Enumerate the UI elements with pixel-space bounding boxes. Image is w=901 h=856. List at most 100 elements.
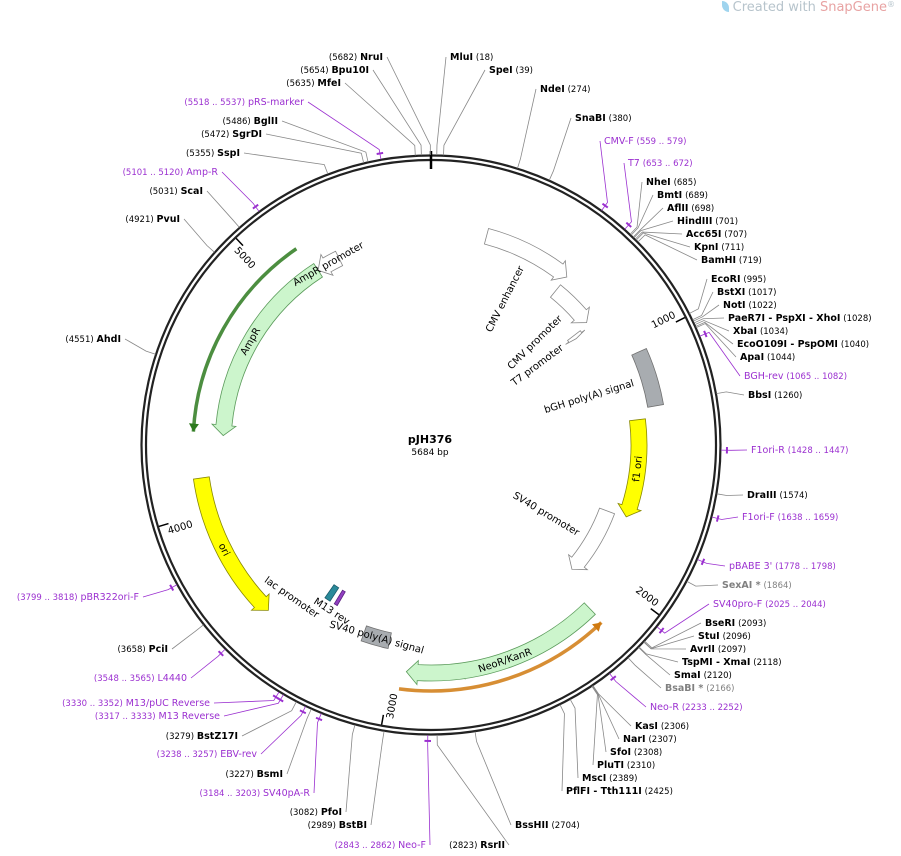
feature-shape	[210, 263, 324, 437]
site-leader	[474, 731, 512, 826]
site-label-spei[interactable]: SpeI (39)	[489, 65, 533, 76]
label-name: Neo-F	[398, 840, 426, 851]
label-name: Bpu10I	[331, 65, 369, 76]
site-leader	[386, 56, 431, 156]
site-label-sfoi[interactable]: SfoI (2308)	[610, 747, 662, 758]
label-name: KasI	[635, 721, 658, 732]
site-label-mfei[interactable]: (5635) MfeI	[286, 78, 341, 89]
label-position: (689)	[685, 191, 708, 201]
site-label-paer7i-pspxi-xhoi[interactable]: PaeR7I - PspXI - XhoI (1028)	[728, 313, 872, 324]
site-label-xbai[interactable]: XbaI (1034)	[733, 326, 788, 337]
site-leader	[183, 218, 215, 253]
site-label-smai[interactable]: SmaI (2120)	[674, 670, 732, 681]
primer-label-t7[interactable]: T7 (653 .. 672)	[627, 158, 693, 169]
site-label-pluti[interactable]: PluTI (2310)	[597, 760, 655, 771]
site-label-nrui[interactable]: (5682) NruI	[329, 52, 383, 63]
site-label-kpni[interactable]: KpnI (711)	[694, 242, 744, 253]
site-label-bamhi[interactable]: BamHI (719)	[701, 255, 762, 266]
primer-label-m13-reverse[interactable]: (3317 .. 3333) M13 Reverse	[95, 711, 220, 722]
primer-mark	[625, 221, 632, 228]
site-label-sgrdi[interactable]: (5472) SgrDI	[201, 129, 262, 140]
feature-ampr-promoter[interactable]: AmpR promoter	[291, 240, 366, 289]
site-label-ndei[interactable]: NdeI (274)	[540, 84, 590, 95]
primer-label-sv40pro-f[interactable]: SV40pro-F (2025 .. 2044)	[713, 599, 826, 610]
primer-label-f1ori-r[interactable]: F1ori-R (1428 .. 1447)	[751, 445, 849, 456]
label-name: T7	[627, 158, 640, 169]
site-label-stui[interactable]: StuI (2096)	[698, 631, 751, 642]
site-label-kasi[interactable]: KasI (2306)	[635, 721, 689, 732]
orf-layer	[188, 247, 603, 693]
site-label-bpu10i[interactable]: (5654) Bpu10I	[300, 65, 369, 76]
primer-label-prs-marker[interactable]: (5518 .. 5537) pRS-marker	[184, 97, 304, 108]
label-name: SfoI	[610, 747, 631, 758]
site-label-ahdi[interactable]: (4551) AhdI	[65, 334, 121, 345]
tick-label: 3000	[385, 693, 400, 720]
site-label-bstz17i[interactable]: (3279) BstZ17I	[166, 731, 238, 742]
primer-label-neo-f[interactable]: (2843 .. 2862) Neo-F	[335, 840, 426, 851]
site-label-pfoi[interactable]: (3082) PfoI	[290, 807, 342, 818]
site-label-mlui[interactable]: MluI (18)	[450, 52, 493, 63]
feature-ampr[interactable]: AmpR	[210, 263, 324, 437]
primer-label-m13-puc-reverse[interactable]: (3330 .. 3352) M13/pUC Reverse	[62, 698, 210, 709]
primer-label-neo-r[interactable]: Neo-R (2233 .. 2252)	[650, 702, 743, 713]
site-label-pcii[interactable]: (3658) PciI	[117, 644, 168, 655]
site-label-scai[interactable]: (5031) ScaI	[149, 186, 203, 197]
site-label-tspmi-xmai[interactable]: TspMI - XmaI (2118)	[682, 657, 782, 668]
primer-label-pbr322ori-f[interactable]: (3799 .. 3818) pBR322ori-F	[17, 592, 139, 603]
site-label-noti[interactable]: NotI (1022)	[723, 300, 777, 311]
site-leader	[632, 207, 664, 238]
site-label-bsmi[interactable]: (3227) BsmI	[226, 769, 283, 780]
site-label-msci[interactable]: MscI (2389)	[582, 773, 637, 784]
site-leader	[638, 647, 671, 676]
site-label-sexai[interactable]: SexAI * (1864)	[722, 580, 792, 591]
feature-ori[interactable]: ori	[192, 476, 270, 611]
site-label-acc65i[interactable]: Acc65I (707)	[686, 229, 747, 240]
site-label-bstbi[interactable]: (2989) BstBI	[308, 820, 367, 831]
site-label-bseri[interactable]: BseRI (2093)	[705, 618, 766, 629]
site-label-aflii[interactable]: AflII (698)	[667, 203, 714, 214]
primer-mark	[376, 151, 384, 156]
feature-neor-kanr[interactable]: NeoR/KanR	[405, 602, 596, 686]
site-label-rsrii[interactable]: (2823) RsrII	[449, 840, 505, 851]
site-label-ecori[interactable]: EcoRI (995)	[711, 274, 766, 285]
feature-m13-rev[interactable]	[333, 589, 346, 607]
primer-label-pbabe-3[interactable]: pBABE 3' (1778 .. 1798)	[729, 561, 836, 572]
primer-label-amp-r[interactable]: (5101 .. 5120) Amp-R	[123, 167, 219, 178]
site-label-pvui[interactable]: (4921) PvuI	[125, 214, 180, 225]
feature-bgh-poly-a-signal[interactable]: bGH poly(A) signal	[543, 347, 664, 417]
site-label-ecoo109i-pspomi[interactable]: EcoO109I - PspOMI (1040)	[737, 339, 869, 350]
primer-label-sv40pa-r[interactable]: (3184 .. 3203) SV40pA-R	[199, 788, 310, 799]
site-label-bbsi[interactable]: BbsI (1260)	[748, 390, 802, 401]
site-label-bsabi[interactable]: BsaBI * (2166)	[665, 683, 735, 694]
feature-sv40-promoter[interactable]: SV40 promoter	[511, 490, 616, 571]
site-label-draiii[interactable]: DraIII (1574)	[747, 490, 808, 501]
primer-leader	[699, 331, 741, 377]
label-position: (5472)	[201, 130, 229, 140]
primer-label-f1ori-f[interactable]: F1ori-F (1638 .. 1659)	[742, 512, 838, 523]
primer-label-l4440[interactable]: (3548 .. 3565) L4440	[94, 673, 187, 684]
site-label-sspi[interactable]: (5355) SspI	[186, 148, 240, 159]
feature-lac-promoter[interactable]	[324, 584, 340, 602]
label-name: Neo-R	[650, 702, 679, 713]
site-label-apai[interactable]: ApaI (1044)	[740, 352, 795, 363]
site-label-bmti[interactable]: BmtI (689)	[657, 190, 708, 201]
site-label-bstxi[interactable]: BstXI (1017)	[717, 287, 776, 298]
site-label-bsshii[interactable]: BssHII (2704)	[515, 820, 580, 831]
feature-f1-ori[interactable]: f1 ori	[617, 418, 648, 518]
site-leader	[241, 701, 297, 737]
site-label-pflfi-tth111i[interactable]: PflFI - Tth111I (2425)	[566, 786, 673, 797]
site-label-bglii[interactable]: (5486) BglII	[222, 116, 278, 127]
label-name: SpeI	[489, 65, 513, 76]
primer-label-cmv-f[interactable]: CMV-F (559 .. 579)	[604, 136, 686, 147]
site-label-hindiii[interactable]: HindIII (701)	[677, 216, 738, 227]
site-leader	[686, 581, 719, 587]
site-label-nari[interactable]: NarI (2307)	[623, 734, 677, 745]
label-name: NdeI	[540, 84, 565, 95]
primer-label-ebv-rev[interactable]: (3238 .. 3257) EBV-rev	[157, 749, 258, 760]
site-label-nhei[interactable]: NheI (685)	[646, 177, 696, 188]
site-label-snabi[interactable]: SnaBI (380)	[575, 113, 632, 124]
site-leader	[443, 69, 486, 156]
primer-label-bgh-rev[interactable]: BGH-rev (1065 .. 1082)	[744, 371, 847, 382]
label-name: F1ori-R	[751, 445, 785, 456]
site-label-avrii[interactable]: AvrII (2097)	[690, 644, 746, 655]
